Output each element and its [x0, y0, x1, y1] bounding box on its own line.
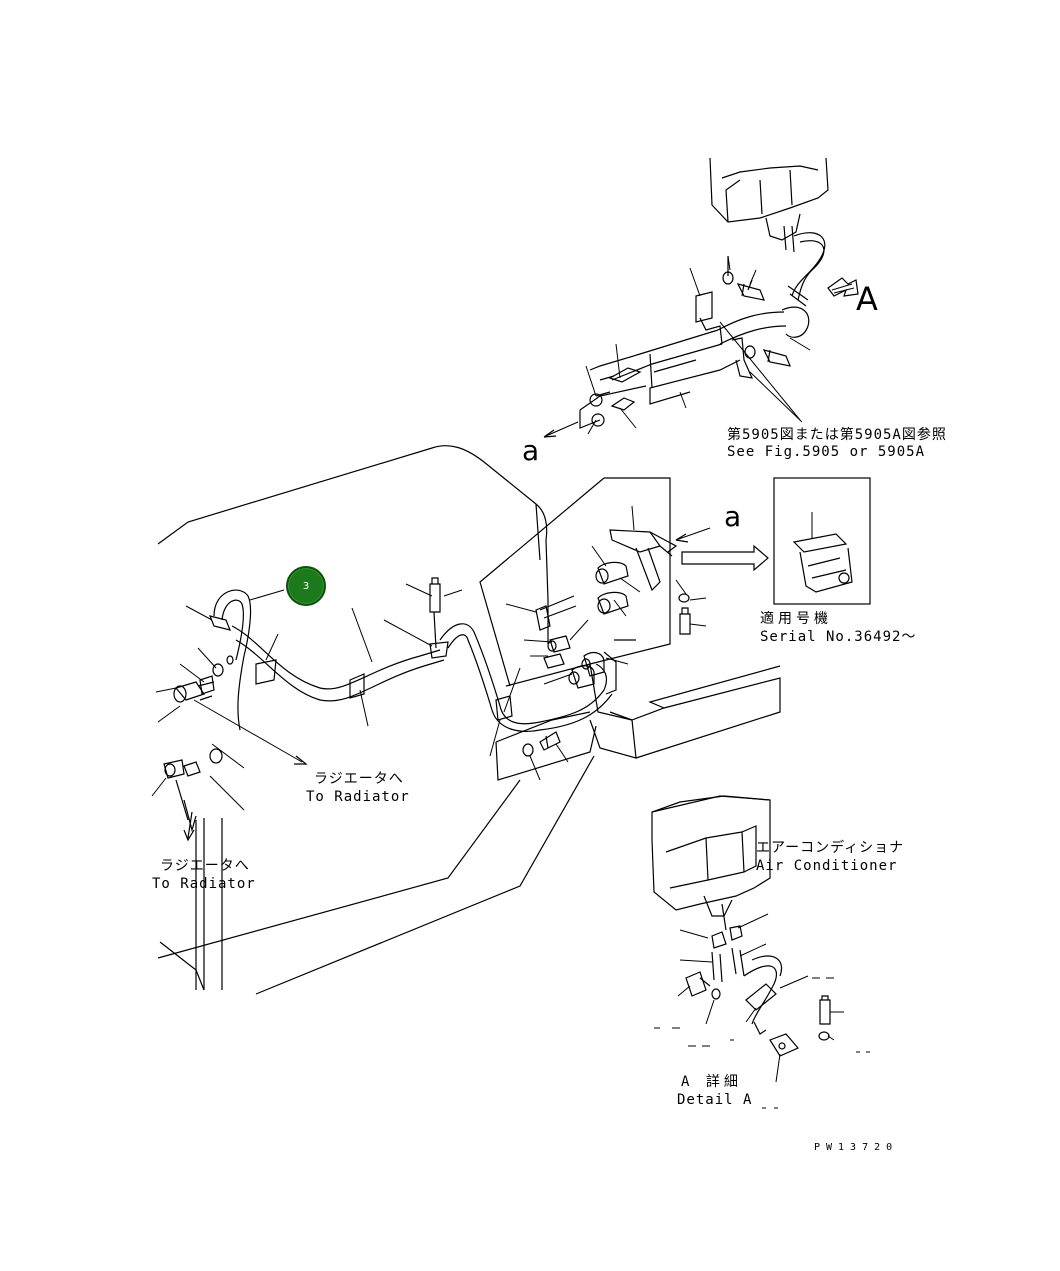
detail-a-assembly [651, 795, 870, 1109]
main-body [157, 445, 781, 995]
radiator-label-2-jp: ラジエータへ [160, 858, 250, 874]
top-assembly [543, 157, 859, 438]
letter-a-mid: a [724, 500, 742, 533]
left-hoses [151, 577, 613, 842]
letter-a-top: a [522, 434, 540, 467]
serial-label-jp: 適用号機 [760, 611, 832, 627]
aircon-label-en: Air Conditioner [756, 858, 898, 874]
serial-label-en: Serial No.36492～ [760, 629, 917, 645]
drawing-number: PW13720 [814, 1142, 899, 1153]
ref-label-jp: 第5905図または第5905A図参照 [727, 427, 947, 443]
radiator-label-1-jp: ラジエータへ [314, 771, 404, 787]
detail-label-jp: A 詳細 [681, 1074, 742, 1090]
callout-marker[interactable]: 3 [286, 566, 326, 606]
radiator-label-1-en: To Radiator [306, 789, 410, 805]
ref-label-en: See Fig.5905 or 5905A [727, 444, 926, 460]
detail-label-en: Detail A [677, 1092, 753, 1108]
aircon-label-jp: エアーコンディショナ [756, 840, 905, 856]
radiator-label-2-en: To Radiator [152, 876, 256, 892]
serial-detail-box [773, 477, 871, 605]
center-assembly [505, 505, 769, 695]
detail-letter-A: A [856, 280, 878, 318]
